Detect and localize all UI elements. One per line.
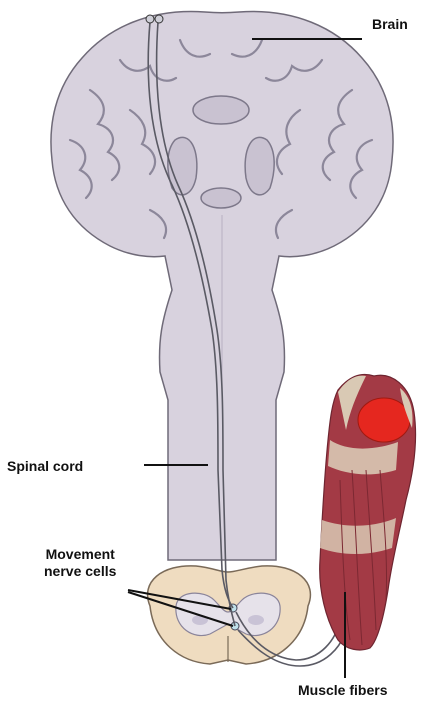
muscle-highlight <box>358 398 410 442</box>
cortical-neuron-cell <box>155 15 163 23</box>
muscle-fibers-illustration <box>320 374 416 650</box>
spinal-cord-cross-section <box>148 566 311 664</box>
movement-label-line-1: Movement <box>44 546 116 563</box>
spinal-cord-label: Spinal cord <box>7 458 83 475</box>
cortical-neuron-cell <box>146 15 154 23</box>
movement-nerve-cells-label: Movement nerve cells <box>44 546 116 580</box>
movement-label-line-2: nerve cells <box>44 563 116 580</box>
muscle-fibers-label: Muscle fibers <box>298 682 387 699</box>
brain-label: Brain <box>372 16 408 33</box>
